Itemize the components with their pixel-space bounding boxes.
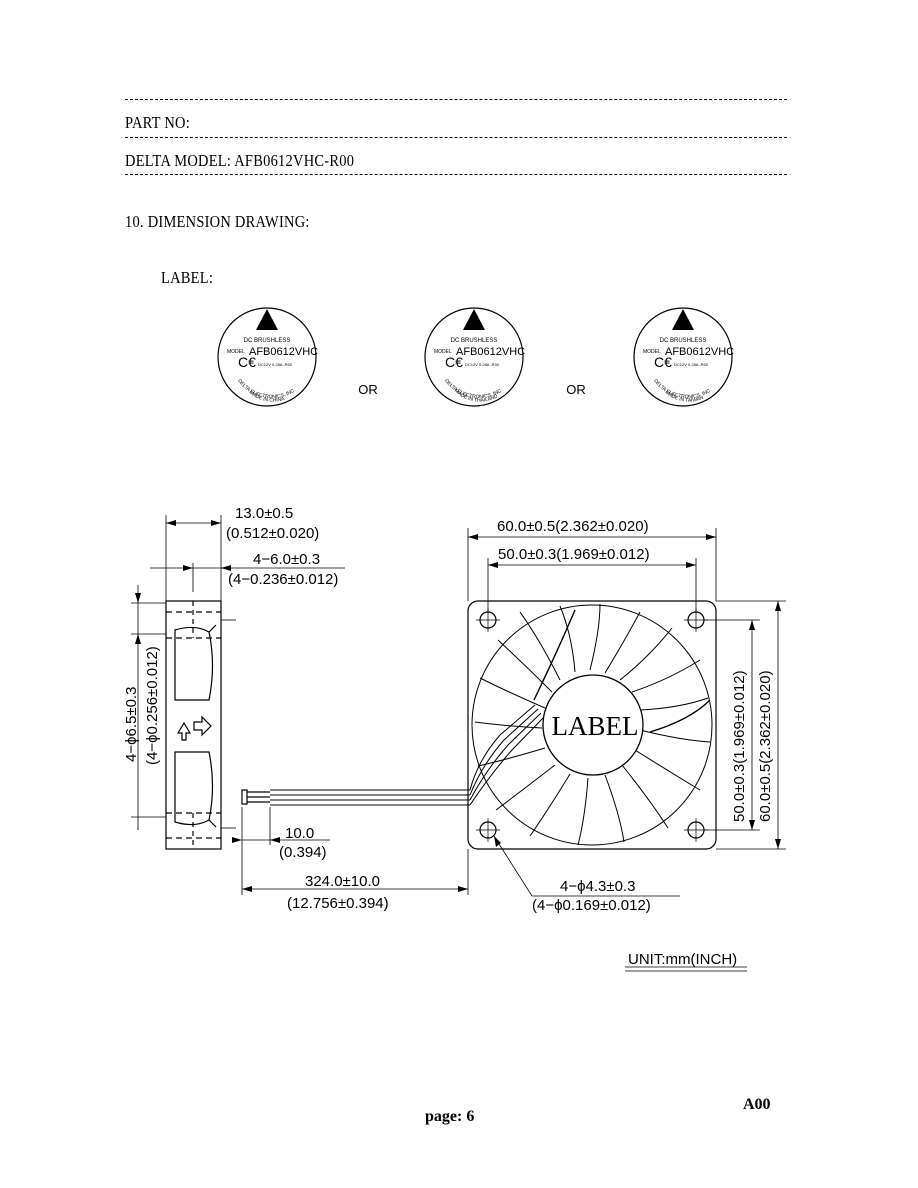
label-heading: LABEL: [161, 268, 214, 287]
hub-label-circle [542, 674, 644, 776]
dim-lead-inch: (12.756±0.394) [287, 895, 389, 912]
label-model-prefix: MODEL [434, 349, 452, 355]
dim-height-spacing: 50.0±0.3(1.969±0.012) [731, 670, 748, 822]
fan-label-2: DC BRUSHLESS MODEL AFB0612VHC C€ DC12V 0… [424, 307, 525, 407]
fan-label-1: DC BRUSHLESS MODEL AFB0612VHC C€ DC12V 0… [217, 307, 318, 407]
dim-flange-hole-inch: (4−ϕ0.256±0.012) [144, 646, 161, 765]
delta-logo-icon [463, 309, 485, 330]
dim-mount-hole-inch: (4−ϕ0.169±0.012) [532, 897, 651, 914]
delta-logo-icon [672, 309, 694, 330]
unit-note: UNIT:mm(INCH) [628, 951, 737, 968]
delta-model-line: DELTA MODEL: AFB0612VHC-R00 [125, 151, 354, 171]
dim-depth-inch: (0.512±0.020) [226, 525, 319, 542]
label-line1: DC BRUSHLESS [244, 338, 291, 344]
divider-bottom [125, 174, 787, 175]
label-model-prefix: MODEL [227, 349, 245, 355]
label-outline [424, 307, 524, 407]
or-text-1: OR [358, 382, 378, 397]
page-number: page: 6 [425, 1108, 475, 1125]
front-frame [467, 600, 717, 850]
label-line1: DC BRUSHLESS [451, 338, 498, 344]
divider-mid [125, 137, 787, 138]
impeller-blades [474, 603, 711, 846]
dim-depth: 13.0±0.5 [235, 505, 293, 522]
label-outline [217, 307, 317, 407]
label-specs: DC12V 0.28A -R00 [465, 362, 500, 367]
side-blade-lower [174, 751, 214, 826]
delta-logo-icon [256, 309, 278, 330]
ce-mark-icon: C€ [445, 354, 463, 370]
side-blade-upper [174, 626, 214, 701]
label-arc-text: DELTA ELECTRONICS, INC. [236, 378, 297, 400]
dimension-lines [137, 515, 786, 972]
dim-hole-spacing: 50.0±0.3(1.969±0.012) [498, 546, 650, 563]
fan-side-view [131, 600, 270, 850]
label-outline [633, 307, 733, 407]
model-value: AFB0612VHC-R00 [234, 151, 355, 170]
dim-lead: 324.0±10.0 [305, 873, 380, 890]
fan-front-view [467, 600, 717, 850]
dim-flange-hole: 4−ϕ6.5±0.3 [123, 687, 140, 762]
part-no-label: PART NO: [125, 113, 191, 132]
dim-strip-inch: (0.394) [279, 844, 327, 861]
dim-mount-hole: 4−ϕ4.3±0.3 [560, 878, 635, 895]
section-title: 10. DIMENSION DRAWING: [125, 212, 310, 231]
dimension-arrowheads [135, 520, 781, 892]
dim-hole-depth-inch: (4−0.236±0.012) [228, 571, 338, 588]
dim-height: 60.0±0.5(2.362±0.020) [757, 670, 774, 822]
dim-strip: 10.0 [285, 825, 314, 842]
or-text-2: OR [566, 382, 586, 397]
label-model-prefix: MODEL [643, 349, 661, 355]
rotation-arrow-right-icon [193, 715, 212, 737]
revision-code: A00 [743, 1096, 771, 1113]
ce-mark-icon: C€ [654, 354, 672, 370]
fan-label-3: DC BRUSHLESS MODEL AFB0612VHC C€ DC12V 0… [633, 307, 734, 407]
divider-top [125, 99, 787, 100]
label-specs: DC12V 0.28A -R00 [258, 362, 293, 367]
airflow-arrow-up-icon [176, 721, 192, 741]
model-label: DELTA MODEL: [125, 151, 232, 170]
hub-label-text: LABEL [552, 711, 639, 741]
ce-mark-icon: C€ [238, 354, 256, 370]
label-specs: DC12V 0.28A -R00 [674, 362, 709, 367]
label-arc-text: DELTA ELECTRONICS, INC. [652, 378, 713, 400]
label-model: AFB0612VHC [665, 346, 734, 358]
front-venturi [471, 604, 713, 846]
lead-wires [270, 704, 545, 806]
label-model: AFB0612VHC [456, 346, 525, 358]
dim-width: 60.0±0.5(2.362±0.020) [497, 518, 649, 535]
label-model: AFB0612VHC [249, 346, 318, 358]
dim-hole-depth: 4−6.0±0.3 [253, 551, 320, 568]
label-line1: DC BRUSHLESS [660, 338, 707, 344]
